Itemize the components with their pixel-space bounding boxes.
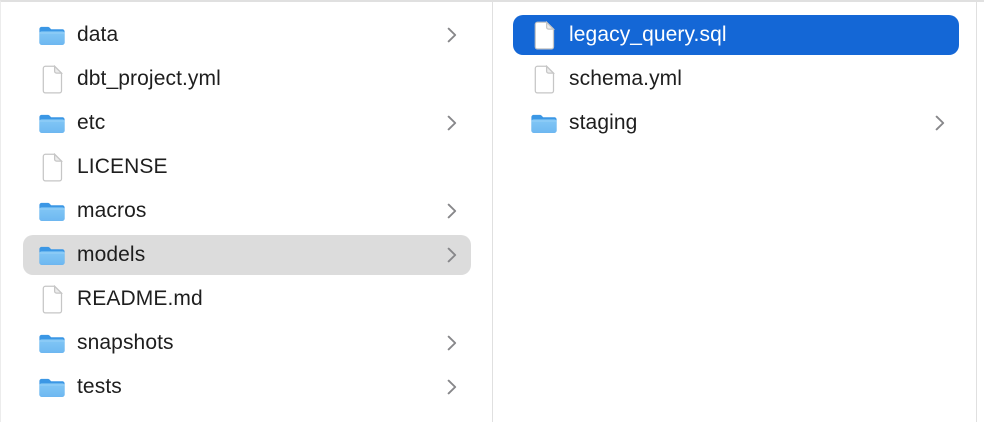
row-macros[interactable]: macros bbox=[1, 189, 492, 233]
folder-icon bbox=[37, 240, 67, 270]
item-label: staging bbox=[569, 111, 638, 134]
item-label: schema.yml bbox=[569, 67, 683, 90]
folder-icon bbox=[37, 20, 67, 50]
item-label: etc bbox=[77, 111, 106, 134]
item-label: macros bbox=[77, 199, 147, 222]
item-label: tests bbox=[77, 375, 122, 398]
file-icon bbox=[529, 64, 559, 94]
row-tests[interactable]: tests bbox=[1, 365, 492, 409]
file-icon bbox=[37, 64, 67, 94]
row-snapshots[interactable]: snapshots bbox=[1, 321, 492, 365]
chevron-right-icon bbox=[935, 115, 945, 131]
file-icon bbox=[37, 284, 67, 314]
file-column-3-empty bbox=[977, 2, 984, 422]
row-license[interactable]: LICENSE bbox=[1, 145, 492, 189]
folder-icon bbox=[37, 328, 67, 358]
file-icon bbox=[529, 20, 559, 50]
folder-icon bbox=[529, 108, 559, 138]
folder-icon bbox=[37, 108, 67, 138]
chevron-right-icon bbox=[447, 247, 457, 263]
row-models[interactable]: models bbox=[1, 233, 492, 277]
row-dbt-project-yml[interactable]: dbt_project.yml bbox=[1, 57, 492, 101]
row-readme-md[interactable]: README.md bbox=[1, 277, 492, 321]
item-label: legacy_query.sql bbox=[569, 23, 727, 46]
folder-icon bbox=[37, 372, 67, 402]
chevron-right-icon bbox=[447, 27, 457, 43]
item-label: README.md bbox=[77, 287, 203, 310]
chevron-right-icon bbox=[447, 203, 457, 219]
selected-row-highlight: models bbox=[23, 235, 471, 275]
item-label: dbt_project.yml bbox=[77, 67, 221, 90]
file-column-2: legacy_query.sql schema.yml staging bbox=[493, 2, 977, 422]
chevron-right-icon bbox=[447, 335, 457, 351]
item-label: snapshots bbox=[77, 331, 174, 354]
item-label: models bbox=[77, 243, 146, 266]
row-schema-yml[interactable]: schema.yml bbox=[493, 57, 976, 101]
item-label: LICENSE bbox=[77, 155, 168, 178]
selected-row-highlight: legacy_query.sql bbox=[513, 15, 959, 55]
row-etc[interactable]: etc bbox=[1, 101, 492, 145]
row-data[interactable]: data bbox=[1, 13, 492, 57]
file-icon bbox=[37, 152, 67, 182]
item-label: data bbox=[77, 23, 119, 46]
chevron-right-icon bbox=[447, 379, 457, 395]
folder-icon bbox=[37, 196, 67, 226]
row-legacy-query-sql[interactable]: legacy_query.sql bbox=[493, 13, 976, 57]
chevron-right-icon bbox=[447, 115, 457, 131]
file-column-1: data dbt_project.yml etc LICENSE bbox=[1, 2, 493, 422]
row-staging[interactable]: staging bbox=[493, 101, 976, 145]
